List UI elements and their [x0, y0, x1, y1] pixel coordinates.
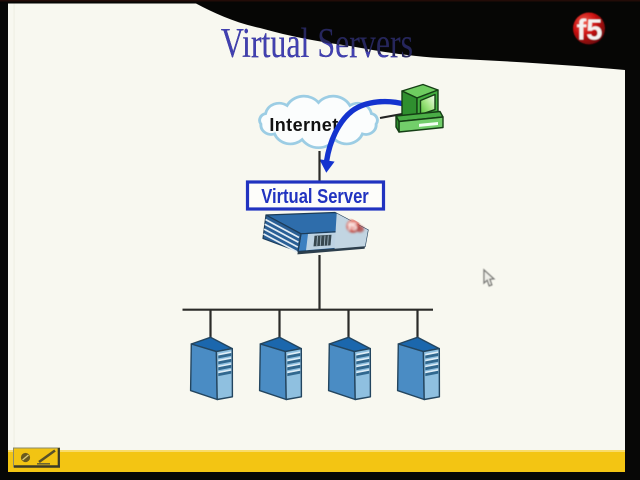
svg-text:f5: f5 — [577, 15, 603, 47]
svg-text:Internet: Internet — [269, 115, 338, 135]
svg-text:f5: f5 — [348, 221, 357, 233]
svg-text:Virtual Servers: Virtual Servers — [221, 21, 413, 67]
svg-text:Virtual Server: Virtual Server — [261, 185, 369, 208]
